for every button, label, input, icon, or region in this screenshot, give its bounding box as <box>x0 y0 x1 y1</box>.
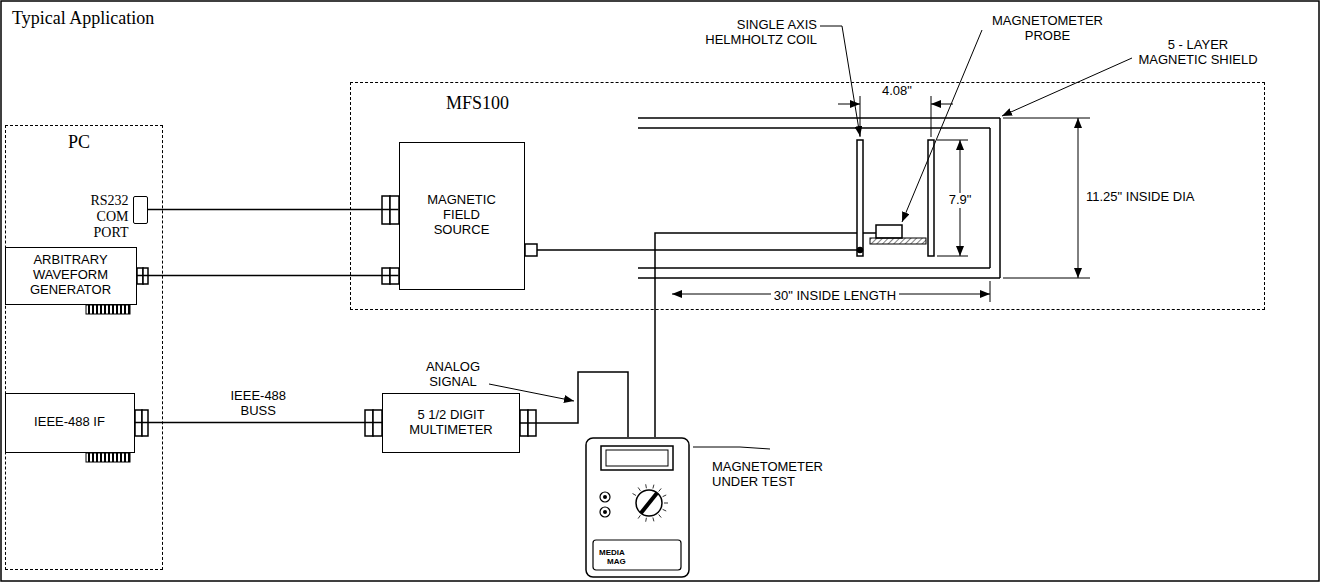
dial-tick <box>633 494 636 496</box>
diagram-title: Typical Application <box>12 8 154 29</box>
box-label: MAGNETIC FIELD SOURCE <box>414 193 509 238</box>
device-part <box>636 490 662 516</box>
logo-text: MEDIA <box>599 549 649 557</box>
box-label: RS232 COM PORT <box>73 193 129 241</box>
dial-tick <box>645 484 647 488</box>
label-wrap: 4.08" <box>872 84 922 99</box>
shield-wall <box>638 267 990 269</box>
device-part <box>600 507 610 517</box>
extension-line <box>1003 278 1090 279</box>
label-wrap: 5 - LAYER MAGNETIC SHIELD <box>1133 38 1263 68</box>
label-wrap: MAGNETOMETER PROBE <box>985 14 1110 44</box>
shield-wall <box>638 127 990 129</box>
card-edge <box>86 453 130 462</box>
label-wrap: 7.9" <box>943 190 977 208</box>
device-part <box>606 450 668 466</box>
dial-tick <box>653 485 654 489</box>
device-part <box>603 510 607 514</box>
leader-line <box>902 30 982 222</box>
dimension-line <box>838 104 860 105</box>
shield-wall <box>999 118 1001 278</box>
leader-line <box>693 447 770 449</box>
device-part <box>593 540 681 570</box>
extension-line <box>1003 118 1090 119</box>
dial-tick <box>638 515 640 518</box>
box-label: 5 1/2 DIGIT MULTIMETER <box>391 408 511 438</box>
dial-tick <box>653 517 654 521</box>
label-wrap: 30" INSIDE LENGTH <box>755 286 915 304</box>
card-edge <box>86 305 130 314</box>
extension-line <box>937 256 968 257</box>
leader-line <box>820 26 860 136</box>
wire <box>137 275 399 277</box>
wire <box>135 422 383 424</box>
extension-line <box>990 281 991 302</box>
field-source-box: MAGNETIC FIELD SOURCE <box>399 142 525 290</box>
callout-label: 30" INSIDE LENGTH <box>771 289 899 304</box>
dial-tick <box>663 495 667 497</box>
helmholtz-coil <box>857 140 863 256</box>
edge-label-wrap: IEEE-488 BUSS <box>220 389 296 419</box>
logo-text: MAG <box>607 558 657 566</box>
device-part <box>600 492 610 502</box>
wire <box>520 372 628 437</box>
coil-terminal <box>858 248 863 253</box>
callout-label: 7.9" <box>946 193 975 208</box>
box-label: PC <box>68 132 128 153</box>
dial-tick <box>664 503 668 504</box>
callout-label: 11.25" INSIDE DIA <box>1086 190 1256 205</box>
dial-tick <box>659 488 662 491</box>
callout-label: MAGNETOMETER UNDER TEST <box>712 460 824 490</box>
device-part <box>641 493 657 513</box>
probe-rod <box>870 238 926 244</box>
shield-wall <box>638 277 1000 279</box>
box-label: MFS100 <box>446 93 546 114</box>
dial-tick <box>663 509 667 511</box>
callout-label: MAGNETOMETER PROBE <box>985 14 1110 44</box>
label-wrap: MAGNETOMETER UNDER TEST <box>712 460 824 490</box>
generator-card: ARBITRARY WAVEFORM GENERATOR <box>5 247 137 305</box>
dial-tick <box>638 487 640 490</box>
com-port: RS232 COM PORT <box>133 196 148 224</box>
label-wrap: ANALOG SIGNAL <box>418 360 488 390</box>
leader-line <box>1002 58 1132 116</box>
callout-label: SINGLE AXIS HELMHOLTZ COIL <box>705 18 817 48</box>
interface-card: IEEE-488 IF <box>5 393 135 453</box>
dimension-line <box>1078 118 1079 278</box>
box-label: IEEE-488 IF <box>32 415 107 430</box>
label-wrap: SINGLE AXIS HELMHOLTZ COIL <box>705 18 817 48</box>
callout-label: ANALOG SIGNAL <box>418 360 488 390</box>
callout-label: 5 - LAYER MAGNETIC SHIELD <box>1133 38 1263 68</box>
dial-tick <box>659 514 662 517</box>
wire <box>148 209 399 211</box>
extension-line <box>931 96 932 137</box>
dial-tick <box>645 518 647 522</box>
pc-group: PC RS232 COM PORT ARBITRARY WAVEFORM GENER… <box>5 125 163 570</box>
magnetometer-device: MEDIAMAG <box>585 437 690 578</box>
title-wrap: Typical Application <box>12 8 154 29</box>
device-part <box>586 438 689 577</box>
probe-head <box>876 225 902 238</box>
device-part <box>603 495 607 499</box>
callout-label: 4.08" <box>872 84 922 99</box>
shield-wall <box>989 128 991 268</box>
dimension-line <box>931 104 953 105</box>
coil-cable <box>537 249 859 251</box>
label-wrap: 11.25" INSIDE DIA <box>1086 190 1256 205</box>
device-part <box>601 446 673 470</box>
probe-cable <box>655 233 876 437</box>
box-label: ARBITRARY WAVEFORM GENERATOR <box>15 253 127 298</box>
multimeter-box: 5 1/2 DIGIT MULTIMETER <box>382 393 520 453</box>
extension-line <box>937 140 968 141</box>
bus-label: IEEE-488 BUSS <box>220 389 296 419</box>
connector <box>525 244 537 256</box>
